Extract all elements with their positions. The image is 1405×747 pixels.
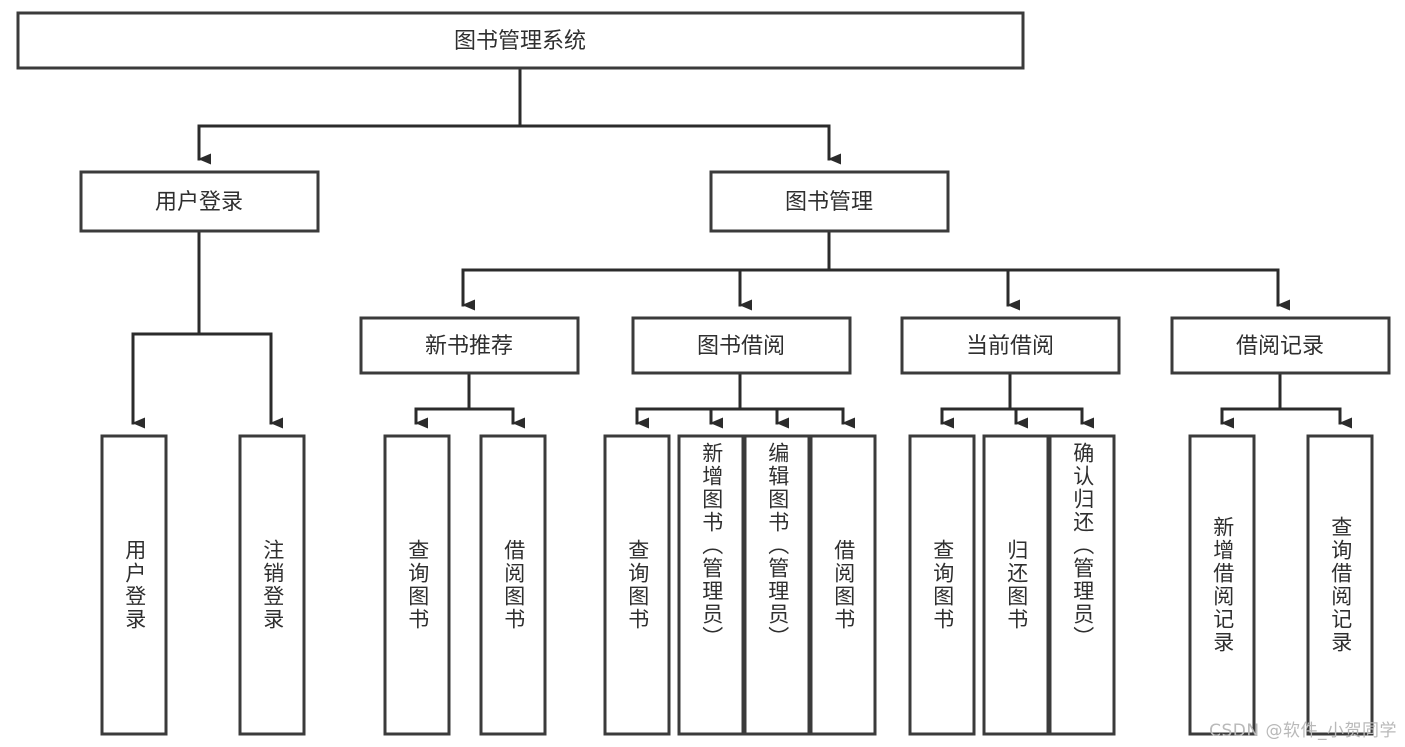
node-book-borrow-label: 图书借阅 (697, 334, 785, 359)
node-borrow-record-label: 借阅记录 (1236, 334, 1324, 359)
node-borrow-record[interactable]: 借阅记录 (1170, 316, 1391, 375)
connector-lines (131, 66, 1352, 429)
node-book-borrow-rect[interactable] (631, 316, 852, 375)
node-book-borrow[interactable]: 图书借阅 (631, 316, 852, 375)
node-leaf-borrow-book-1-rect[interactable] (479, 434, 547, 736)
node-new-book-rec-rect[interactable] (359, 316, 580, 375)
node-book-manage-rect[interactable] (709, 170, 950, 233)
node-leaf-user-login-rect[interactable] (100, 434, 168, 736)
node-user-login-rect[interactable] (79, 170, 320, 233)
csdn-watermark: CSDN @软件_小贺同学 (1209, 721, 1397, 741)
node-leaf-confirm-return-rect[interactable] (1048, 434, 1116, 736)
node-new-book-rec[interactable]: 新书推荐 (359, 316, 580, 375)
node-leaf-query-book-3-rect[interactable] (908, 434, 976, 736)
node-new-book-rec-label: 新书推荐 (425, 334, 513, 359)
node-user-login[interactable]: 用户登录 (79, 170, 320, 233)
node-current-borrow-rect[interactable] (900, 316, 1121, 375)
node-root-label: 图书管理系统 (454, 29, 586, 54)
node-book-manage[interactable]: 图书管理 (709, 170, 950, 233)
node-leaf-query-book-2-rect[interactable] (603, 434, 671, 736)
node-leaf-add-record-rect[interactable] (1188, 434, 1256, 736)
node-leaf-return-book-rect[interactable] (982, 434, 1050, 736)
node-borrow-record-rect[interactable] (1170, 316, 1391, 375)
node-leaf-add-book-rect[interactable] (677, 434, 745, 736)
node-current-borrow-label: 当前借阅 (966, 334, 1054, 359)
node-leaf-logout-rect[interactable] (238, 434, 306, 736)
node-root-rect[interactable] (16, 11, 1025, 70)
node-leaf-query-book-1-rect[interactable] (383, 434, 451, 736)
node-root[interactable]: 图书管理系统 (16, 11, 1025, 70)
node-leaf-borrow-book-2-rect[interactable] (809, 434, 877, 736)
node-leaf-edit-book-rect[interactable] (743, 434, 811, 736)
node-boxes: 图书管理系统 用户登录 图书管理 新书推荐 图书借阅 当前 (16, 11, 1391, 736)
node-leaf-query-record-rect[interactable] (1306, 434, 1374, 736)
node-user-login-label: 用户登录 (155, 190, 243, 215)
node-book-manage-label: 图书管理 (785, 190, 873, 215)
node-current-borrow[interactable]: 当前借阅 (900, 316, 1121, 375)
